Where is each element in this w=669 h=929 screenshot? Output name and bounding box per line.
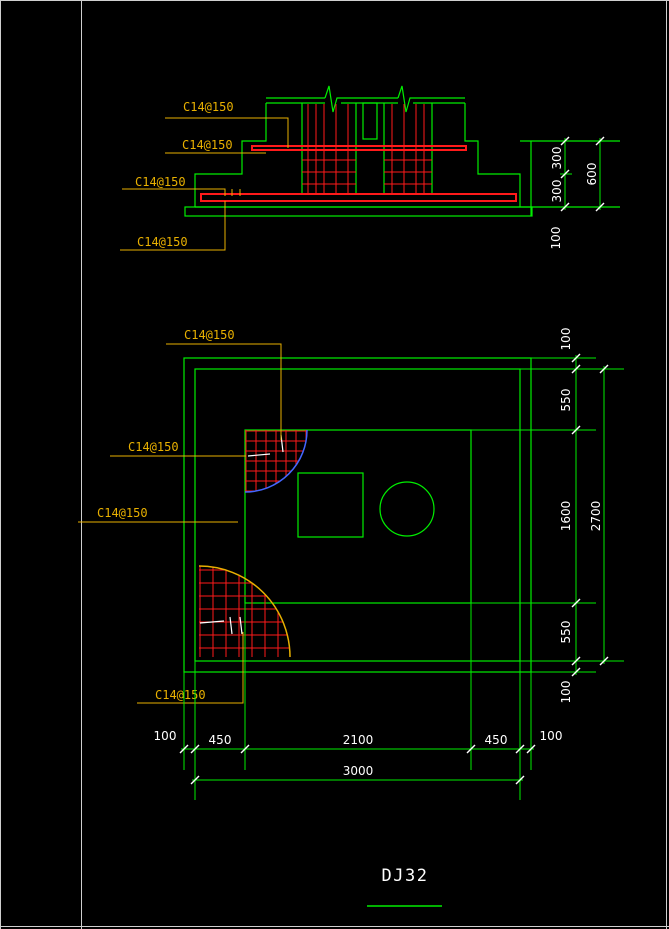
- dim-top-step: 550: [559, 389, 573, 412]
- section-rebar: [200, 104, 517, 202]
- dim-top-cushion: 100: [559, 328, 573, 351]
- section-outline: [194, 85, 620, 216]
- plan-rebar-lower: [198, 565, 291, 658]
- section-rebar-label: C14@150: [137, 235, 188, 249]
- dim-total-vertical: 2700: [589, 501, 603, 532]
- section-leaders: [120, 117, 289, 251]
- plan-rebar-marks: [199, 434, 284, 635]
- drawing-title: DJ32: [382, 866, 429, 886]
- dim-plan-middle-vertical: 1600: [559, 501, 573, 532]
- dim-total-horizontal: 3000: [343, 764, 374, 778]
- dim-right-cushion: 100: [540, 729, 563, 743]
- dim-right-step: 450: [485, 733, 508, 747]
- section-rebar-label: C14@150: [135, 175, 186, 189]
- plan-leaders: [78, 343, 282, 704]
- dim-left-cushion: 100: [154, 729, 177, 743]
- plan-dim-right-ticks: [571, 353, 609, 677]
- plan-rebar-label: C14@150: [97, 506, 148, 520]
- dim-left-step: 450: [209, 733, 232, 747]
- dim-cushion: 100: [549, 227, 563, 250]
- dim-bottom-step: 550: [559, 621, 573, 644]
- section-dim-ticks: [560, 136, 605, 212]
- dim-total-height: 600: [585, 163, 599, 186]
- plan-dim-bottom-lines: [181, 603, 534, 800]
- plan-dim-right-lines: [471, 355, 624, 675]
- dim-plan-middle-horizontal: 2100: [343, 733, 374, 747]
- dim-bottom-cushion: 100: [559, 681, 573, 704]
- section-view: C14@150 C14@150 C14@150 C14@150 300 300 …: [120, 85, 620, 251]
- plan-rebar-upper: [244, 429, 308, 493]
- plan-rebar-label: C14@150: [128, 440, 179, 454]
- plan-outline: [183, 357, 532, 673]
- dim-lower-step: 300: [550, 180, 564, 203]
- plan-dim-bottom-ticks: [179, 744, 536, 785]
- plan-rebar-label: C14@150: [184, 328, 235, 342]
- section-cushion: [184, 206, 533, 217]
- section-rebar-label: C14@150: [182, 138, 233, 152]
- plan-rebar-label: C14@150: [155, 688, 206, 702]
- plan-view: C14@150 C14@150 C14@150 C14@150 100 550: [78, 328, 624, 800]
- section-rebar-label: C14@150: [183, 100, 234, 114]
- dim-upper-step: 300: [550, 147, 564, 170]
